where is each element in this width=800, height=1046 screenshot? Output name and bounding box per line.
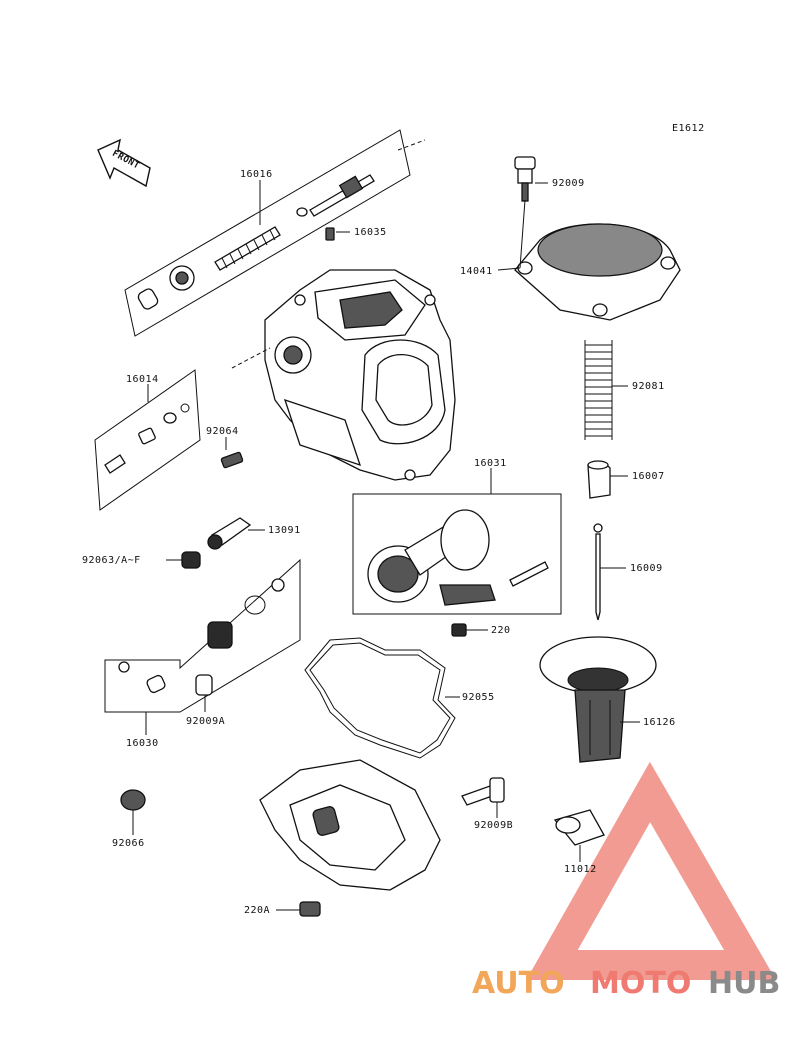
part-16030-assembly [118, 578, 285, 694]
watermark-part-hub: HUB [708, 966, 780, 1001]
watermark-part-auto: AUTO [472, 966, 565, 1001]
label-92063: 92063/A~F [82, 555, 141, 566]
watermark-part-moto: MOTO [590, 966, 691, 1001]
label-92055: 92055 [462, 692, 495, 703]
part-16007 [587, 460, 611, 499]
label-92009: 92009 [552, 178, 585, 189]
part-16035 [325, 227, 335, 241]
part-16126 [539, 636, 657, 763]
label-92064: 92064 [206, 426, 239, 437]
label-16126: 16126 [643, 717, 676, 728]
label-92066: 92066 [112, 838, 145, 849]
part-16014-assembly [104, 403, 190, 474]
part-labels: 16016 16035 92009 14041 16014 92064 9208… [82, 169, 676, 916]
part-92055 [304, 637, 456, 759]
label-16031: 16031 [474, 458, 507, 469]
part-92081 [584, 340, 613, 440]
label-16009: 16009 [630, 563, 663, 574]
watermark-triangle-icon [526, 761, 776, 980]
part-220A [299, 901, 321, 917]
diagram-code: E1612 [672, 123, 705, 134]
part-92066 [120, 789, 146, 811]
part-14041 [514, 223, 681, 321]
label-14041: 14041 [460, 266, 493, 277]
label-16014: 16014 [126, 374, 159, 385]
part-92063 [181, 551, 201, 569]
box-16031 [352, 493, 562, 615]
label-13091: 13091 [268, 525, 301, 536]
part-92009A [195, 674, 213, 696]
label-220A: 220A [244, 905, 270, 916]
box-16014 [94, 369, 201, 511]
watermark-text: AUTO MOTO HUB [472, 966, 780, 1001]
front-arrow-icon: FRONT [97, 138, 151, 188]
part-220 [451, 623, 467, 637]
part-13091 [207, 517, 252, 550]
part-16009 [593, 523, 603, 621]
carburetor-body [264, 269, 456, 481]
part-11012 [553, 809, 605, 846]
label-92081: 92081 [632, 381, 665, 392]
label-11012: 11012 [564, 864, 597, 875]
label-16016: 16016 [240, 169, 273, 180]
box-16016 [124, 129, 411, 337]
leader-lines [132, 180, 640, 911]
label-220: 220 [491, 625, 511, 636]
label-92009B: 92009B [474, 820, 513, 831]
label-16035: 16035 [354, 227, 387, 238]
part-16016-assembly [137, 174, 375, 310]
label-92009A: 92009A [186, 716, 225, 727]
part-92009 [514, 156, 536, 202]
label-16030: 16030 [126, 738, 159, 749]
part-92009B [461, 777, 505, 806]
part-92064 [220, 451, 244, 469]
box-16030 [104, 558, 301, 713]
label-16007: 16007 [632, 471, 665, 482]
float-bowl [259, 759, 441, 891]
part-16031-float-assembly [367, 509, 549, 606]
